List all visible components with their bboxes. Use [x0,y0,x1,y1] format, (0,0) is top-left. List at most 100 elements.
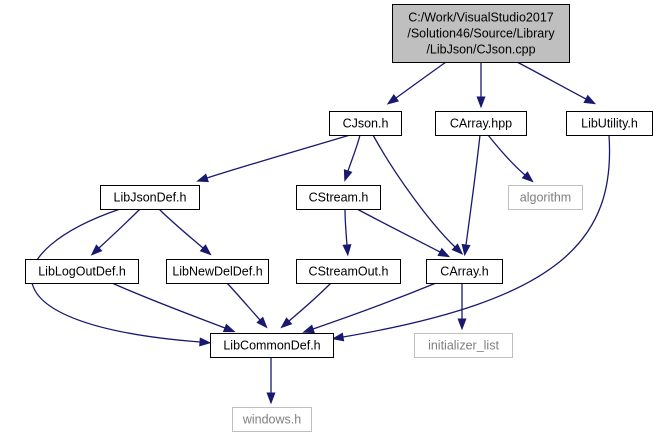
arrowhead [199,244,212,256]
node-label: /Solution46/Source/Library [407,26,555,40]
node-label: /LibJson/CJson.cpp [426,42,535,56]
arrowhead [461,243,471,257]
edges-layer [31,61,611,405]
node-box [296,185,381,210]
arrowhead [451,243,464,255]
arrowhead [457,318,467,331]
edge-root-to-carray-hpp [476,62,486,109]
node-box [329,111,402,136]
edge-root-to-libutility-h [516,61,597,105]
arrowhead [199,337,212,347]
node-box [296,259,401,284]
node-initializer-list: initializer_list [414,333,513,358]
node-box [414,333,513,358]
edge-line [98,208,141,249]
edge-line [344,208,348,246]
edge-line [111,282,226,329]
edge-line [347,134,361,172]
edge-cstreamout-h-to-libcommondef-h [280,282,332,329]
node-box [392,4,570,63]
edge-root-to-cjson-h [386,61,447,105]
arrowhead [90,244,103,256]
node-libutility-h[interactable]: LibUtility.h [566,111,653,136]
node-label: CJson.h [343,116,389,130]
node-box [25,259,139,284]
edge-cjson-h-to-carray-h [372,134,464,255]
node-box [166,259,269,284]
node-label: CArray.hpp [450,116,512,130]
edge-carray-hpp-to-carray-h [461,134,481,257]
edge-line [31,208,201,343]
edge-carray-hpp-to-algorithm [487,134,534,183]
edge-cstream-h-to-carray-h [356,208,451,258]
edge-libjsondef-h-to-liblogoutdef-h [90,208,141,256]
edge-cjson-h-to-libjsondef-h [196,134,351,183]
edge-line [516,61,587,100]
node-liblogoutdef-h[interactable]: LibLogOutDef.h [25,259,139,284]
edge-line [487,134,526,176]
node-box [210,333,334,358]
edge-line [206,134,351,179]
node-label: CStreamOut.h [309,264,389,278]
node-label: CArray.h [440,264,488,278]
node-label: algorithm [520,190,571,204]
node-cstreamout-h[interactable]: CStreamOut.h [296,259,401,284]
node-label: windows.h [242,412,301,426]
node-box [566,111,653,136]
edge-carray-h-to-libcommondef-h [302,282,437,334]
arrowhead [256,316,268,329]
node-box [435,111,527,136]
node-label: LibJsonDef.h [114,190,187,204]
edge-line [356,208,441,253]
edge-line [312,282,437,330]
edge-libjsondef-h-to-libcommondef-h [31,208,212,347]
arrowhead [302,324,315,334]
node-carray-hpp[interactable]: CArray.hpp [435,111,527,136]
arrowhead [343,169,353,182]
edge-libcommondef-h-to-windows-h [266,356,276,405]
arrowhead [437,247,451,258]
arrowhead [342,244,352,257]
node-label: LibLogOutDef.h [38,264,126,278]
node-label: LibNewDelDef.h [172,264,262,278]
edge-line [342,134,611,338]
edge-libnewdeldef-h-to-libcommondef-h [226,282,268,329]
node-label: initializer_list [428,338,499,352]
node-label: CStream.h [309,190,369,204]
edge-line [395,61,447,99]
node-cjson-h[interactable]: CJson.h [329,111,402,136]
arrowhead [266,392,276,405]
nodes-layer: C:/Work/VisualStudio2017/Solution46/Sour… [25,4,653,432]
node-label: C:/Work/VisualStudio2017 [408,10,554,24]
node-label: LibCommonDef.h [223,338,320,352]
arrowhead [476,96,486,109]
node-box [426,259,503,284]
node-root[interactable]: C:/Work/VisualStudio2017/Solution46/Sour… [392,4,570,63]
edge-liblogoutdef-h-to-libcommondef-h [111,282,236,333]
edge-carray-h-to-initializer-list [457,283,467,331]
node-libnewdeldef-h[interactable]: LibNewDelDef.h [166,259,269,284]
arrowhead [196,173,209,183]
arrowhead [222,323,236,333]
node-label: LibUtility.h [581,116,638,130]
edge-line [288,282,332,322]
node-box [508,185,583,210]
arrowhead [331,332,345,342]
node-libcommondef-h[interactable]: LibCommonDef.h [210,333,334,358]
arrowhead [583,94,597,105]
node-cstream-h[interactable]: CStream.h [296,185,381,210]
edge-cjson-h-to-cstream-h [343,134,361,182]
edge-line [372,134,456,248]
edge-libjsondef-h-to-libnewdeldef-h [158,208,212,256]
node-carray-h[interactable]: CArray.h [426,259,503,284]
edge-line [226,282,261,321]
edge-libutility-h-to-libcommondef-h [331,134,611,342]
arrowhead [386,94,400,105]
node-libjsondef-h[interactable]: LibJsonDef.h [100,185,200,210]
edge-line [465,134,481,246]
arrowhead [280,317,293,329]
edge-cstream-h-to-cstreamout-h [342,208,352,257]
node-box [232,407,312,432]
node-windows-h: windows.h [232,407,312,432]
